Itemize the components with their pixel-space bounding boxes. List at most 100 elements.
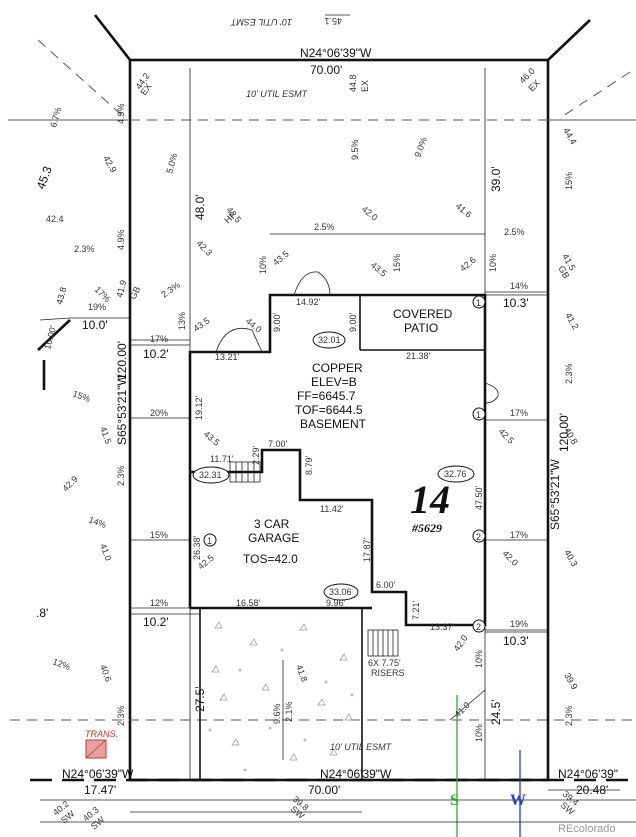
slope-14b: 14% xyxy=(87,514,107,530)
slope-arrows xyxy=(39,291,548,760)
bottom-mid-bearing: N24°06'39"W xyxy=(320,767,392,781)
elev-42-6: 42.6 xyxy=(458,255,478,274)
outside-easement: 10' UTIL ESMT xyxy=(229,17,292,27)
slope-12a: 12% xyxy=(51,656,71,672)
slope-10c: 10% xyxy=(474,650,484,668)
patio-line2: PATIO xyxy=(404,321,438,335)
slope-2-3a: 2.3% xyxy=(74,244,95,254)
top-small-distance: 45.1 xyxy=(324,16,342,26)
top-easement: 10' UTIL ESMT xyxy=(246,89,309,99)
driveway-texture xyxy=(208,621,354,772)
slope-19a: 19% xyxy=(88,302,106,312)
dim-39: 39.0' xyxy=(489,166,503,192)
patio-line1: COVERED xyxy=(393,307,453,321)
sidewalk-lines xyxy=(40,799,636,823)
slope-6-7: 6.7% xyxy=(48,106,63,128)
elev-42-9-l: 42.9 xyxy=(60,474,79,493)
house-elevation: ELEV=B xyxy=(311,375,357,389)
slope-17c: 17% xyxy=(510,408,528,418)
marker-1a: 1 xyxy=(476,298,481,308)
elev-42-3: 42.3 xyxy=(195,238,214,257)
slope-9-5: 9.5% xyxy=(350,139,360,160)
elev-41-5-l: 41.5 xyxy=(98,425,113,445)
dim-26-38: 26.38' xyxy=(192,535,202,560)
utility-lines xyxy=(456,695,521,837)
elev-42-0-r: 42.0 xyxy=(501,548,520,567)
slope-14a: 14% xyxy=(510,281,528,291)
dim-2-29: 2.29' xyxy=(251,445,261,465)
sanitary-sewer-label: S xyxy=(450,792,459,809)
slope-2-1: 2.1% xyxy=(284,701,294,722)
elev-44-4: 44.4 xyxy=(561,126,578,146)
dim-48: 48.0' xyxy=(193,194,207,220)
dim-9-96: 9.96' xyxy=(326,598,346,608)
right-distance: 120.00' xyxy=(557,413,571,452)
dim-10-2-bot: 10.2' xyxy=(143,615,169,629)
elev-42-5-r: 42.5 xyxy=(497,426,516,445)
slope-2-3f: 2.3% xyxy=(564,705,574,726)
elev-42-0: 42.0 xyxy=(360,204,380,223)
dim-47-50: 47.50' xyxy=(474,485,484,510)
elev-43-8: 43.8 xyxy=(54,286,68,306)
elev-41-0-d: 41.0 xyxy=(452,700,471,719)
elev-42-9: 42.9 xyxy=(101,154,118,174)
elev-41-8: 41.8 xyxy=(294,663,309,683)
slope-5-0: 5.0% xyxy=(164,152,179,174)
elev-40-3: 40.3 xyxy=(562,548,579,568)
bottom-right-bearing: N24°06'39" xyxy=(558,767,618,781)
risers-count: 6X 7.75' xyxy=(368,658,401,668)
slope-15d: 15% xyxy=(150,530,168,540)
labels: N24°06'39"W 70.00' 10' UTIL ESMT 10' UTI… xyxy=(34,16,618,835)
transformer-symbol xyxy=(85,739,107,759)
marker-2b: 2 xyxy=(476,622,481,632)
dim-13-37: 13.37' xyxy=(430,622,455,632)
elev-41-9: 41.9 xyxy=(114,279,128,299)
marker-1c: 1 xyxy=(207,536,212,546)
slope-9-6: 9.6% xyxy=(272,703,282,724)
slope-2-3e: 2.3% xyxy=(116,705,126,726)
slope-12b: 12% xyxy=(150,598,168,608)
elev-45-3: 45.3 xyxy=(34,164,55,191)
marker-2a: 2 xyxy=(476,532,481,542)
slope-2-5a: 2.5% xyxy=(314,222,335,232)
bottom-easement: 10' UTIL ESMT xyxy=(330,742,393,752)
transformer-label: TRANS. xyxy=(85,729,118,739)
dim-27-5: 27.5' xyxy=(193,686,207,712)
dim-21-38: 21.38' xyxy=(406,351,431,361)
bottom-right-adj: 20.48' xyxy=(576,783,608,797)
dimension-lines xyxy=(70,14,620,813)
slope-17b: 17% xyxy=(150,334,168,344)
slope-9-0: 9.0% xyxy=(412,136,428,159)
bottom-left-adj: 17.47' xyxy=(84,783,116,797)
top-distance: 70.00' xyxy=(310,63,342,77)
dim-10-3-top: 10.3' xyxy=(503,296,529,310)
slope-19b: 19% xyxy=(510,619,528,629)
slope-15b: 15% xyxy=(392,254,402,272)
dim-10-0: 10.0' xyxy=(82,318,108,332)
elev-44-0: 44.0 xyxy=(244,316,264,335)
risers-label: RISERS xyxy=(371,668,405,678)
elev-41-2: 41.2 xyxy=(563,311,580,331)
watermark: REcolorado xyxy=(558,823,615,835)
elev-43-5b: 43.5 xyxy=(369,260,389,279)
elev-40-6: 40.6 xyxy=(98,663,113,683)
garage-tos: TOS=42.0 xyxy=(243,552,298,566)
oval-32-76: 32.76 xyxy=(444,469,467,479)
elev-42-4: 42.4 xyxy=(46,214,64,224)
house-basement: BASEMENT xyxy=(300,417,367,431)
dim-17-87: 17.87' xyxy=(362,537,372,562)
slope-17d: 17% xyxy=(510,530,528,540)
slope-13: 13% xyxy=(177,312,187,330)
lot-address: #5629 xyxy=(411,521,442,535)
elev-43-5d: 43.5 xyxy=(202,429,222,448)
house-ff: FF=6645.7 xyxy=(297,389,356,403)
dim-19-12: 19.12' xyxy=(194,395,204,420)
dim-6-00: 6.00' xyxy=(376,580,396,590)
dim-24-5: 24.5' xyxy=(489,699,503,725)
dim-9-00a: 9.00' xyxy=(272,312,282,332)
slope-2-3b: 2.3% xyxy=(159,280,182,300)
house-model: COPPER xyxy=(312,361,363,375)
slope-15a: 15% xyxy=(564,172,574,190)
marker-1b: 1 xyxy=(476,410,481,420)
